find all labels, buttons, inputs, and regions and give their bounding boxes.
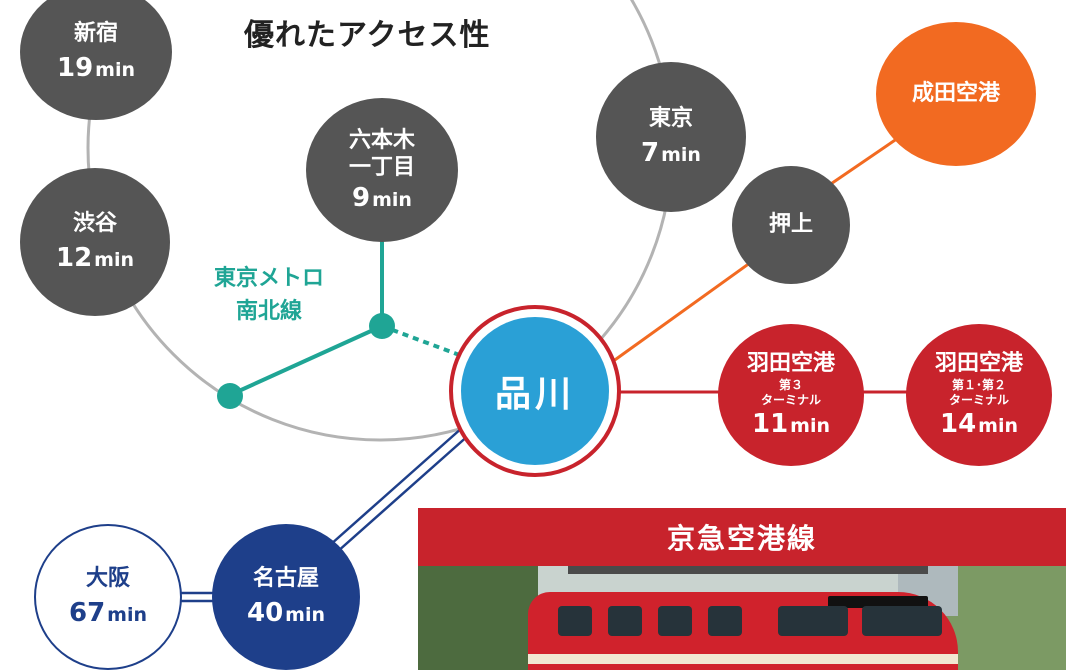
train-destination-sign [828, 596, 928, 608]
station-name: 羽田空港 [934, 351, 1023, 377]
station-name: 成田空港 [911, 81, 1000, 107]
photo-overhead-wires [568, 566, 928, 574]
station-name: 押上 [768, 212, 813, 238]
station-name: 東京 [648, 106, 693, 132]
shinkansen-line-a [329, 426, 464, 546]
page-title: 優れたアクセス性 [244, 18, 491, 53]
narita-line-a [611, 248, 769, 364]
station-shinagawa-hub: 品川 [449, 305, 621, 477]
shinkansen-line-b [336, 433, 471, 553]
train-window [658, 606, 692, 636]
terminal-number: 第３ [778, 377, 803, 392]
metro-line-name-2: 南北線 [236, 299, 303, 324]
terminal-label: ターミナル [948, 392, 1009, 407]
photo-trees-left [418, 566, 538, 670]
train-window [862, 606, 942, 636]
station-name-line2: 一丁目 [348, 155, 415, 181]
red-train-image [528, 592, 958, 670]
train-window [558, 606, 592, 636]
metro-junction-dot [369, 313, 395, 339]
metro-line-label: 東京メトロ 南北線 [214, 262, 324, 328]
train-window [608, 606, 642, 636]
train-stripe [528, 654, 958, 664]
station-name: 渋谷 [72, 211, 117, 237]
metro-line-dotted [381, 324, 463, 358]
station-name-line1: 六本木 [348, 127, 415, 153]
station-name: 大阪 [85, 566, 130, 592]
terminal-number: 第１･第２ [951, 377, 1006, 392]
metro-line-segment-1 [229, 324, 383, 397]
train-window [708, 606, 742, 636]
station-narita-airport: 成田空港 [876, 22, 1036, 166]
train-photo [418, 566, 1066, 670]
station-oshiage: 押上 [732, 166, 850, 284]
train-window [778, 606, 848, 636]
station-name: 名古屋 [252, 566, 319, 592]
station-name: 新宿 [73, 21, 118, 47]
hub-name: 品川 [461, 317, 609, 465]
terminal-label: ターミナル [760, 392, 821, 407]
station-name: 羽田空港 [746, 351, 835, 377]
metro-junction-dot [217, 383, 243, 409]
metro-line-name-1: 東京メトロ [214, 266, 325, 291]
keikyu-photo-panel: 京急空港線 [418, 508, 1066, 670]
photo-caption: 京急空港線 [418, 508, 1066, 566]
